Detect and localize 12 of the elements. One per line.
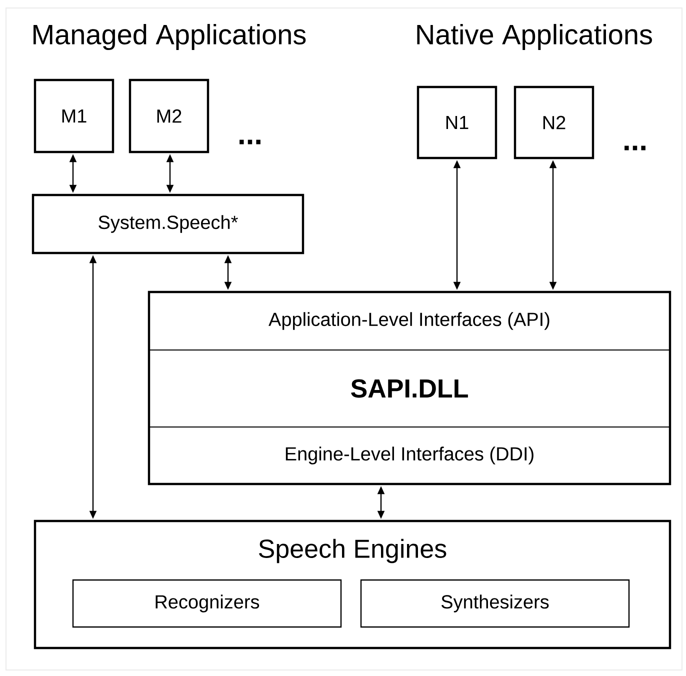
ellipsis: ...: [624, 146, 646, 150]
layer-stack-box: Application-Level Interfaces (API) SAPI.DLL Engine-Level Interfaces (DDI): [148, 290, 672, 486]
group-heading: Native Applications: [417, 24, 652, 50]
app-box: N1: [416, 86, 498, 160]
app-box: M2: [128, 78, 210, 154]
group-heading: Managed Applications: [34, 24, 306, 50]
app-box: M1: [34, 78, 114, 154]
ellipsis: ...: [240, 140, 260, 144]
library-box: System.Speech*: [32, 194, 304, 254]
component-box: Recognizers: [72, 579, 342, 628]
component-box: Synthesizers: [360, 579, 630, 628]
app-box: N2: [514, 86, 594, 160]
